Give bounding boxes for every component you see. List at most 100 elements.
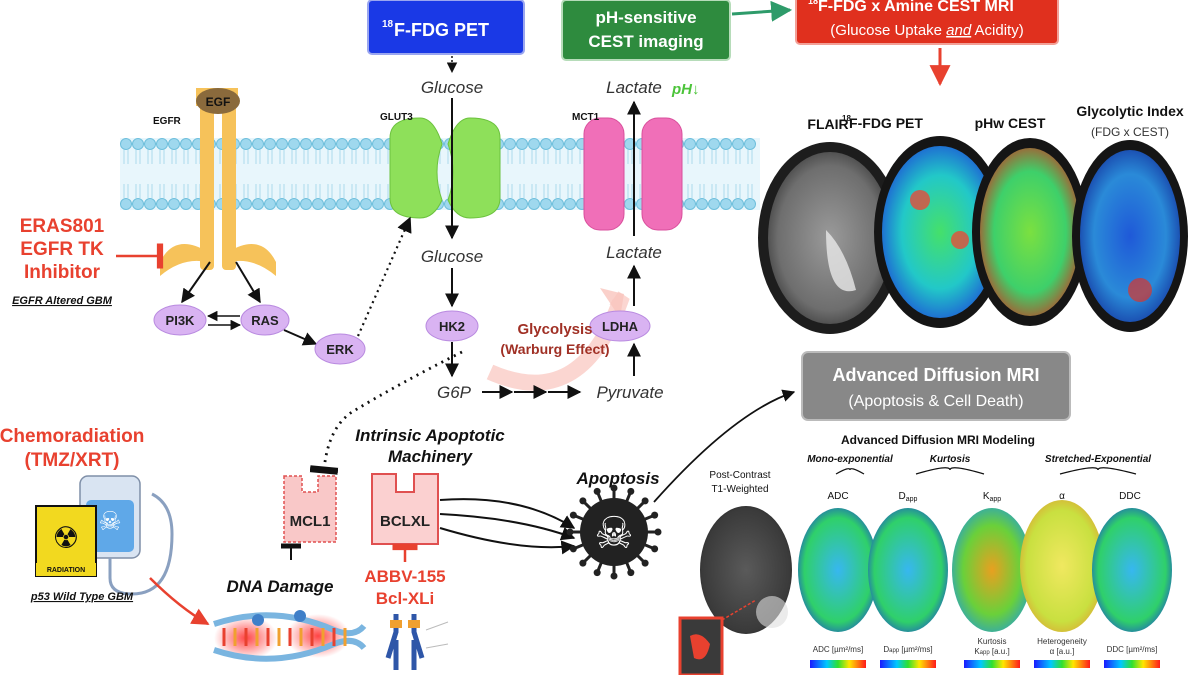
pet-title-sup: 18 (842, 114, 851, 123)
combo-box-line1: F-FDG x Amine CEST MRI (818, 0, 1014, 15)
lipid-head (252, 198, 264, 210)
pet-cest-imaging-panel: FLAIR 18 F-FDG PET pHw CEST Glycolytic I… (758, 103, 1188, 334)
lipid-head (732, 198, 744, 210)
mct1-label: MCT1 (572, 112, 600, 123)
apoptosis-skull-icon: ☠ (566, 484, 662, 580)
mcl1-label: MCL1 (290, 513, 331, 530)
spike-tip (593, 487, 601, 495)
kurtosis-model-label: Kurtosis (930, 454, 971, 465)
lactate-intracellular: Lactate (606, 243, 662, 262)
lipid-head (504, 138, 516, 150)
lipid-head (288, 138, 300, 150)
lactate-extracellular: Lactate (606, 78, 662, 97)
ddc-scale-label: DDC [µm²/ms] (1107, 645, 1158, 654)
dna-damage-label: DNA Damage (226, 577, 333, 596)
lipid-head (684, 198, 696, 210)
lipid-head (744, 198, 756, 210)
lipid-head (744, 138, 756, 150)
intrinsic-label-line1: Intrinsic Apoptotic (355, 426, 505, 445)
lipid-head (528, 198, 540, 210)
chemo-iv-bag-illustration: ☠ ☢ RADIATION (35, 475, 174, 596)
lipid-head (144, 138, 156, 150)
lipid-head (696, 138, 708, 150)
lipid-head (288, 198, 300, 210)
lipid-head (180, 198, 192, 210)
lipid-head (300, 138, 312, 150)
pi3k-node (153, 304, 207, 336)
lipid-head (168, 138, 180, 150)
diffusion-mri-box: Advanced Diffusion MRI (Apoptosis & Cell… (801, 351, 1071, 421)
intrinsic-label-line2: Machinery (388, 447, 474, 466)
spike-tip (651, 545, 659, 553)
spike-tip (569, 545, 577, 553)
kapp-colorbar (964, 660, 1020, 668)
ldha-node (589, 310, 651, 342)
post-contrast-label: Post-Contrast (709, 470, 770, 481)
warburg-label: (Warburg Effect) (500, 341, 609, 357)
lipid-head (360, 198, 372, 210)
adc-scale-label: ADC [µm²/ms] (813, 645, 863, 654)
egf-label: EGF (206, 95, 231, 109)
bclxl-to-apoptosis-arrow-3 (439, 527, 576, 555)
ddc-column-label: DDC (1119, 491, 1141, 502)
spike-tip (566, 528, 574, 536)
lipid-head (276, 198, 288, 210)
egfr-receptor: EGF EGFR (153, 88, 276, 276)
spike-tip (610, 572, 618, 580)
hk2-label: HK2 (439, 319, 465, 334)
lipid-head (324, 138, 336, 150)
egfr-altered-label: EGFR Altered GBM (12, 295, 113, 307)
mono-exponential-label: Mono-exponential (807, 454, 893, 465)
lipid-head (552, 138, 564, 150)
cest-to-combo-arrow (731, 0, 793, 22)
adc-map (798, 508, 878, 632)
diffusion-box-line1: Advanced Diffusion MRI (832, 365, 1039, 385)
glycolytic-index-title: Glycolytic Index (1076, 103, 1184, 119)
ddc-colorbar (1104, 660, 1160, 668)
heterogeneity-scale-label2: α [a.u.] (1050, 647, 1075, 656)
glucose-intracellular: Glucose (421, 247, 483, 266)
lipid-head (180, 138, 192, 150)
combo-box-sup: 18 (808, 0, 818, 6)
p53-label: p53 Wild Type GBM (30, 591, 134, 603)
glucose-extracellular: Glucose (421, 78, 483, 97)
heterogeneity-scale-label1: Heterogeneity (1037, 637, 1087, 646)
glycolysis-label: Glycolysis (517, 321, 592, 338)
pi3k-label: PI3K (166, 313, 196, 328)
spike-tip (593, 569, 601, 577)
adc-column-label: ADC (827, 491, 848, 502)
lipid-head (156, 198, 168, 210)
combo-box-line2: (Glucose Uptake and Acidity) (830, 22, 1023, 39)
lipid-head (552, 198, 564, 210)
alpha-map (1020, 500, 1104, 632)
lipid-head (732, 138, 744, 150)
lipid-head (696, 198, 708, 210)
lipid-head (336, 138, 348, 150)
kapp-column-label: Kapp (983, 491, 1001, 503)
ph-drop-label: pH↓ (671, 81, 700, 98)
radiation-icon: ☢ (53, 522, 80, 555)
combo-box: 18 F-FDG x Amine CEST MRI (Glucose Uptak… (795, 0, 1059, 45)
bclxl-to-apoptosis-arrow-1 (439, 498, 576, 529)
glycolytic-index-subtitle: (FDG x CEST) (1091, 125, 1169, 139)
spike-tip (641, 559, 649, 567)
ldha-label: LDHA (602, 319, 639, 334)
spike-tip (627, 487, 635, 495)
lipid-head (324, 198, 336, 210)
apoptosis-label: Apoptosis (575, 469, 659, 488)
lipid-head (708, 198, 720, 210)
kapp-map (952, 508, 1032, 632)
pet-box: 18 F-FDG PET (367, 0, 525, 55)
lipid-head (564, 138, 576, 150)
lipid-head (372, 198, 384, 210)
lipid-head (720, 138, 732, 150)
svg-text:T1-Weighted: T1-Weighted (711, 484, 768, 495)
lipid-head (252, 138, 264, 150)
egfr-to-ras-arrow (235, 261, 261, 304)
alpha-column-label: α (1059, 491, 1065, 502)
lipid-head (516, 198, 528, 210)
spike-tip (654, 528, 662, 536)
tmz-xrt-label: (TMZ/XRT) (25, 450, 120, 471)
mcl1-protein: MCL1 (283, 475, 337, 543)
